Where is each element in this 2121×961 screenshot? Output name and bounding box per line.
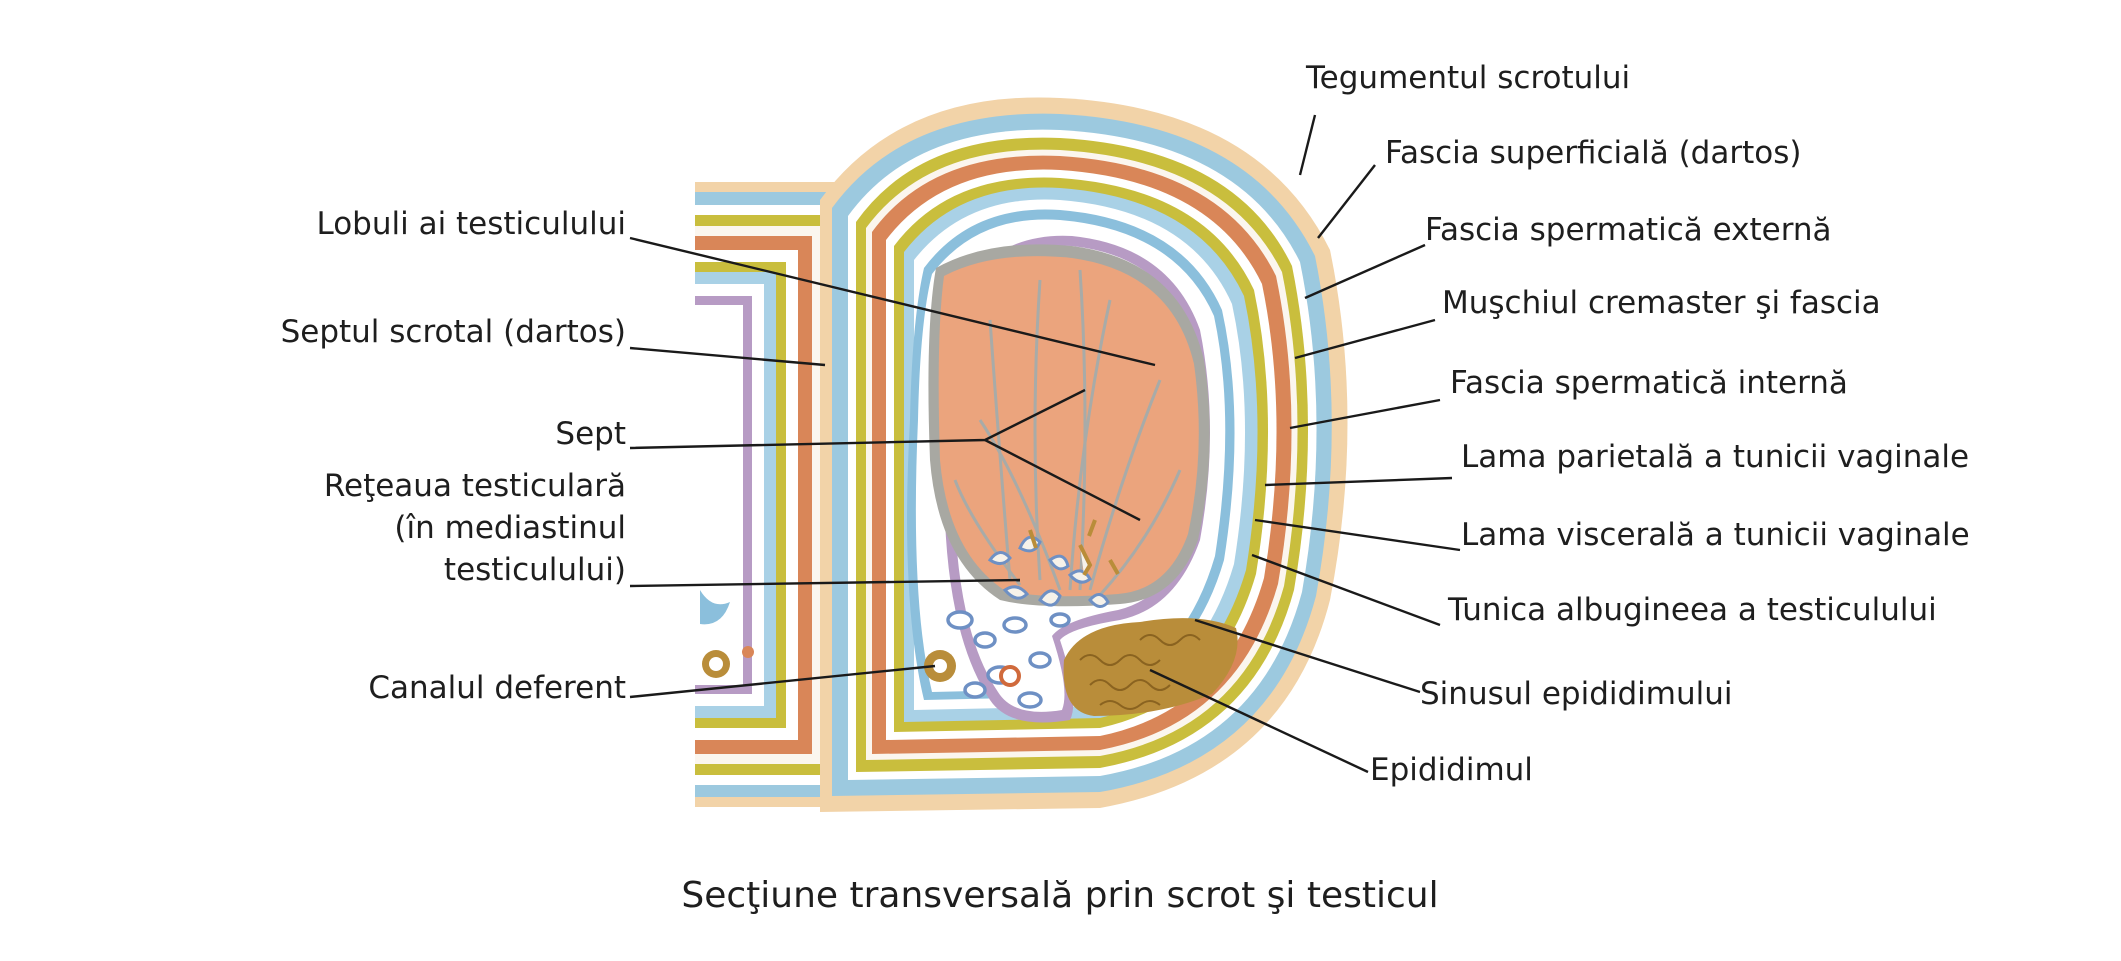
- label-reteaua-1: Reţeaua testiculară: [324, 468, 626, 504]
- label-lama-viscerala: Lama viscerală a tunicii vaginale: [1461, 517, 1970, 553]
- label-tunica-albuginea: Tunica albugineea a testiculului: [1447, 592, 1937, 628]
- label-fascia-externa: Fascia spermatică externă: [1425, 212, 1832, 248]
- label-lama-parietala: Lama parietală a tunicii vaginale: [1461, 439, 1969, 475]
- label-lobuli: Lobuli ai testiculului: [316, 206, 626, 242]
- label-muschiul-cremaster: Muşchiul cremaster şi fascia: [1442, 285, 1881, 321]
- figure-caption: Secţiune transversală prin scrot şi test…: [681, 875, 1438, 916]
- label-septul-scrotal: Septul scrotal (dartos): [281, 314, 626, 350]
- vas-deferens: [924, 650, 1021, 687]
- left-labels: Lobuli ai testiculului Septul scrotal (d…: [281, 206, 626, 706]
- label-fascia-interna: Fascia spermatică internă: [1450, 365, 1848, 401]
- spermatic-cord-vessels: [946, 610, 1071, 709]
- scrotal-layers: [820, 97, 1348, 812]
- label-tegumentul: Tegumentul scrotului: [1305, 60, 1630, 96]
- label-sept: Sept: [555, 416, 626, 452]
- label-canalul-deferent: Canalul deferent: [368, 670, 626, 706]
- label-epididimul: Epididimul: [1370, 752, 1533, 788]
- rete-brown-ducts: [1028, 519, 1120, 577]
- label-fascia-superficiala: Fascia superficială (dartos): [1385, 135, 1801, 171]
- leader-lines: [629, 114, 1461, 774]
- testis-parenchyma: [938, 256, 1199, 597]
- label-reteaua-2: (în mediastinul: [394, 510, 626, 546]
- right-labels: Tegumentul scrotului Fascia superficială…: [1305, 60, 1970, 788]
- epididymis-tubules: [1079, 634, 1201, 710]
- label-sinusul-epididimului: Sinusul epididimului: [1420, 676, 1733, 712]
- label-reteaua-3: testiculului): [444, 552, 626, 588]
